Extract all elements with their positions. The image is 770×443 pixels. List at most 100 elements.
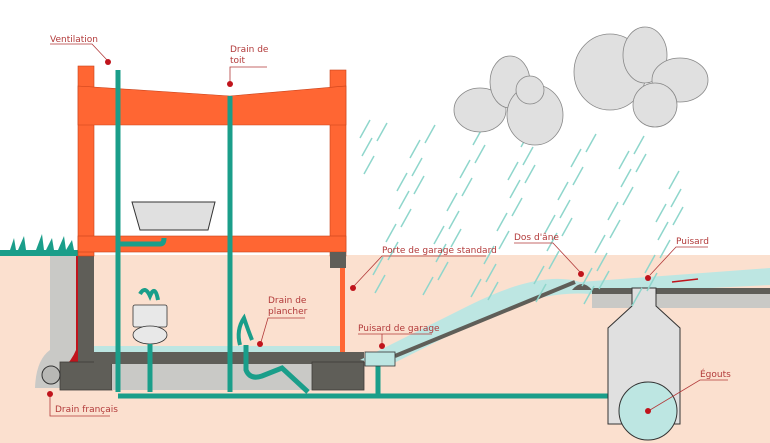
leader-drain-plancher: [260, 317, 305, 343]
marker-puisard: [645, 275, 651, 281]
gravel-backfill: [35, 256, 78, 388]
toilet: [132, 288, 168, 345]
rain-streak: [609, 219, 621, 239]
cloud-left: [453, 55, 564, 146]
leader-drain-francais: [49, 395, 110, 417]
label-porte-garage: Porte de garage standard: [382, 246, 497, 256]
label-drain-toit-1: Drain de: [230, 45, 269, 55]
rain-streak: [522, 146, 534, 166]
rain-streak: [485, 263, 497, 283]
rain-streak: [363, 155, 375, 175]
rain-streak: [670, 188, 682, 208]
footing-left: [59, 361, 113, 391]
rain-streak: [655, 203, 667, 223]
rain-streak: [374, 274, 386, 294]
driveway-slope: [394, 280, 576, 358]
rain-streak: [559, 199, 571, 219]
rain-streak: [409, 139, 421, 159]
rain-streak: [668, 170, 680, 190]
street-gravel: [592, 294, 770, 308]
flow-arrow: [671, 278, 699, 283]
rain-streak: [461, 177, 473, 197]
rain-streak: [524, 164, 536, 184]
rain-streak: [361, 137, 373, 157]
rain-streak: [583, 285, 595, 305]
rain-streak: [635, 153, 647, 173]
rain-streak: [657, 221, 669, 241]
leader-ventilation: [50, 43, 108, 61]
rain-streak: [376, 122, 388, 142]
leader-dos-ane: [514, 242, 581, 273]
rain-streak: [596, 252, 608, 272]
rain-streak: [474, 144, 486, 164]
plumbing-pipes: [115, 70, 618, 399]
leader-egouts: [649, 379, 728, 411]
rain-streak: [470, 278, 482, 298]
rain-streak: [620, 168, 632, 188]
rain-streak: [487, 281, 499, 301]
rain-streak: [448, 210, 460, 230]
marker-egouts: [645, 408, 651, 414]
label-drain-toit-2: toit: [230, 56, 246, 66]
label-drain-plancher-2: plancher: [268, 307, 308, 317]
rain-streak: [496, 212, 508, 232]
marker-puisard-garage: [379, 343, 385, 349]
rain-streak: [557, 181, 569, 201]
marker-dos-ane: [578, 271, 584, 277]
rain-streak: [561, 217, 573, 237]
rain-streak: [413, 175, 425, 195]
marker-drain-plancher: [257, 341, 263, 347]
floor-drain-backflow: [236, 313, 254, 346]
rain-streak: [398, 190, 410, 210]
rain-streak: [672, 206, 684, 226]
rain-streak: [622, 186, 634, 206]
rain-streak: [533, 265, 545, 285]
street-surface: [592, 288, 770, 294]
rain-streak: [548, 250, 560, 270]
rain-streak: [659, 239, 671, 259]
marker-porte-garage: [350, 285, 356, 291]
marker-ventilation: [105, 59, 111, 65]
house-frame: [77, 65, 347, 257]
rain-streak: [400, 208, 412, 228]
rain-streak: [546, 232, 558, 252]
rain-streak: [570, 148, 582, 168]
leader-porte-garage: [353, 255, 486, 287]
leader-puisard-garage: [358, 333, 432, 344]
rain-streak: [581, 267, 593, 287]
rain-streak: [511, 197, 523, 217]
marker-drain-toit: [227, 81, 233, 87]
label-drain-plancher-1: Drain de: [268, 296, 307, 306]
rain-streak: [607, 201, 619, 221]
rain-streak: [433, 225, 445, 245]
rain-streak: [372, 256, 384, 276]
rain-streak: [618, 150, 630, 170]
rain-streak: [385, 223, 397, 243]
rain-streak: [359, 119, 371, 139]
rain-streak: [459, 159, 471, 179]
garage-header: [330, 252, 346, 268]
rain-streak: [422, 276, 434, 296]
bathtub: [131, 201, 216, 231]
leader-puisard: [649, 246, 708, 276]
rain-streak: [594, 234, 606, 254]
grass: [0, 234, 78, 256]
rain-streak: [572, 166, 584, 186]
rain-streak: [535, 283, 547, 303]
rain-streak: [450, 228, 462, 248]
cloud-right: [573, 26, 709, 128]
basement-water: [94, 346, 342, 352]
rain-streak: [509, 179, 521, 199]
rain-streak: [585, 133, 597, 153]
label-puisard: Puisard: [676, 237, 709, 247]
garage-door: [340, 268, 345, 352]
rain-streak: [424, 124, 436, 144]
rain-streak: [437, 261, 449, 281]
label-drain-francais: Drain français: [55, 405, 118, 415]
rain-streak: [507, 161, 519, 181]
rain-streak: [498, 230, 510, 250]
rain-streak: [446, 192, 458, 212]
marker-drain-francais: [47, 391, 53, 397]
french-drain-pipe: [41, 365, 61, 385]
